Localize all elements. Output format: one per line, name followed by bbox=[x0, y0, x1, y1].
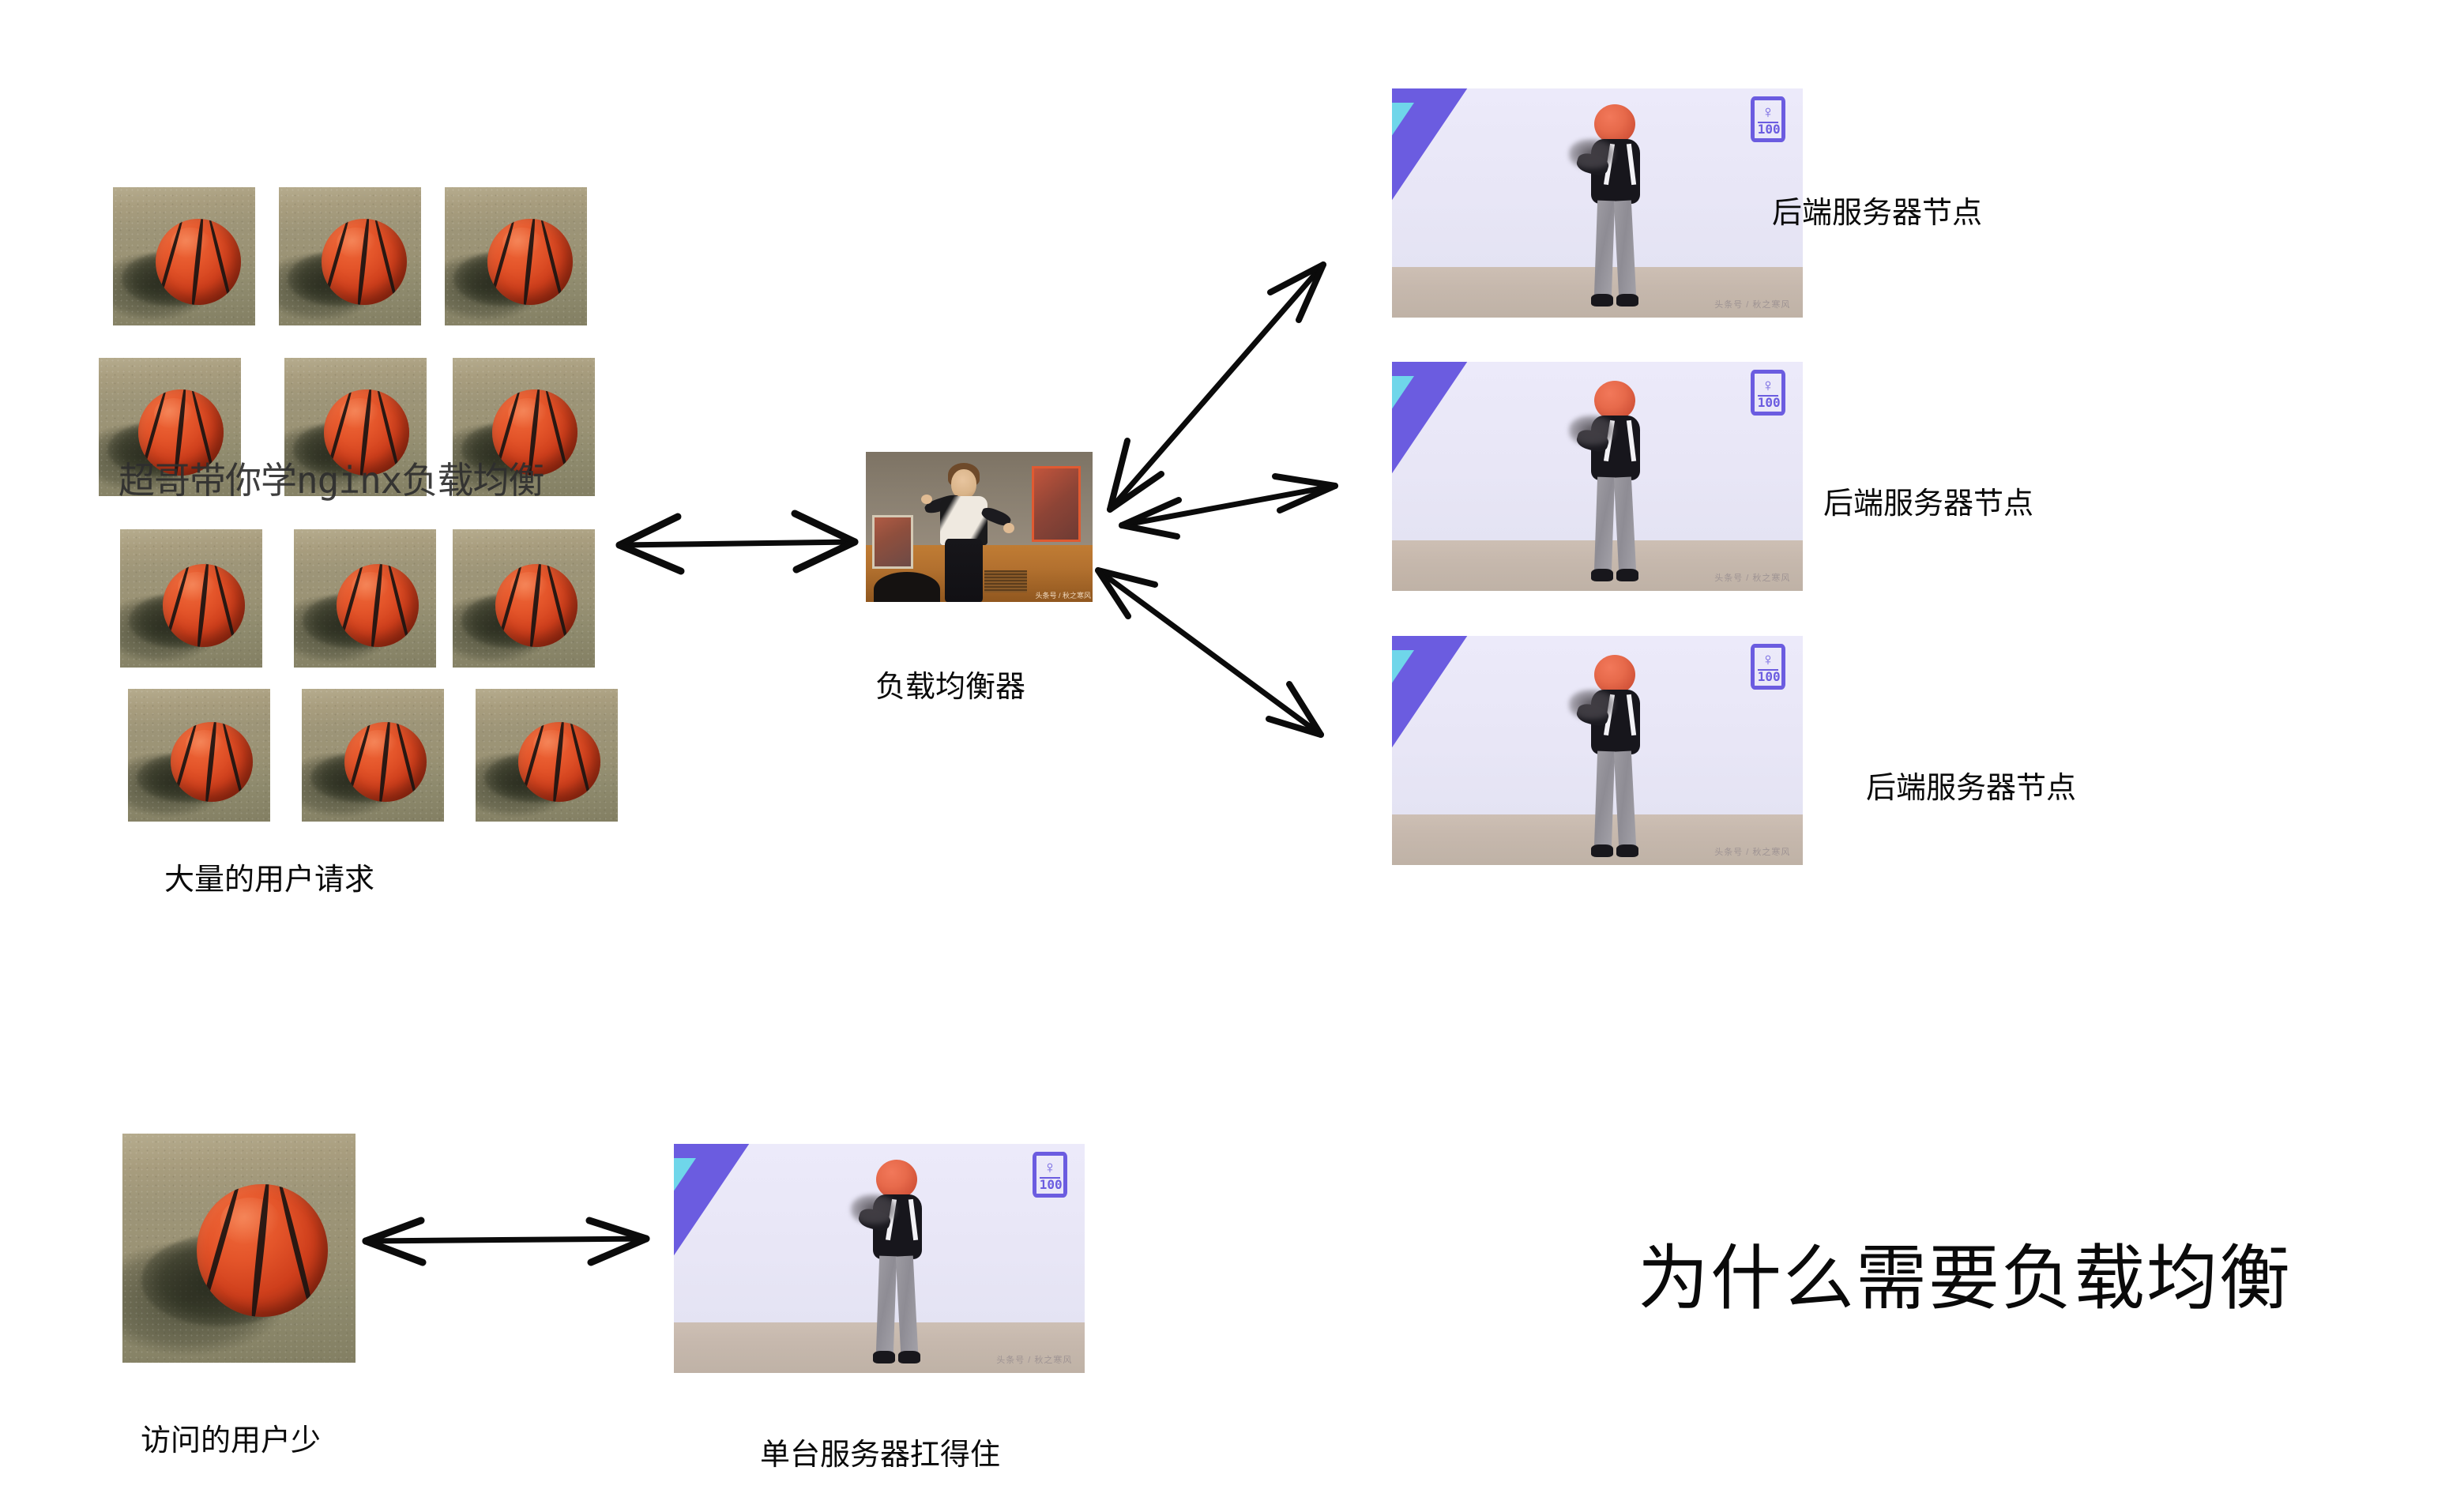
backend-server-label: 后端服务器节点 bbox=[1866, 772, 2077, 805]
badge-number: 100 bbox=[1757, 395, 1781, 410]
badge-number: 100 bbox=[1757, 669, 1781, 684]
client-thumbnail bbox=[284, 358, 427, 496]
backend-server-thumbnail: ♀ 100 头条号 / 秋之寒风 bbox=[1392, 636, 1803, 865]
badge-glyph: ♀ bbox=[1761, 102, 1775, 122]
single-server-caption: 单台服务器扛得住 bbox=[760, 1439, 1001, 1472]
diagram-watermark: 超哥带你学nginx负载均衡 bbox=[118, 459, 544, 502]
badge-glyph: ♀ bbox=[1761, 649, 1775, 669]
load-balancer-thumbnail: 头条号 / 秋之寒风 bbox=[866, 452, 1093, 602]
single-client-caption: 访问的用户少 bbox=[141, 1424, 322, 1457]
photo-watermark: 头条号 / 秋之寒风 bbox=[996, 1356, 1073, 1366]
single-server-thumbnail: ♀ 100 头条号 / 秋之寒风 bbox=[674, 1144, 1085, 1373]
photo-watermark: 头条号 / 秋之寒风 bbox=[1714, 300, 1791, 310]
client-thumbnail bbox=[453, 529, 595, 668]
client-thumbnail bbox=[302, 689, 444, 822]
badge-number: 100 bbox=[1757, 122, 1781, 137]
single-client-thumbnail bbox=[122, 1134, 356, 1363]
arrow-client-to-server bbox=[362, 1217, 650, 1266]
badge-glyph: ♀ bbox=[1043, 1157, 1057, 1177]
backend-server-label: 后端服务器节点 bbox=[1823, 487, 2034, 521]
arrow-balancer-to-backend-1 bbox=[1107, 261, 1326, 513]
backend-server-thumbnail: ♀ 100 头条号 / 秋之寒风 bbox=[1392, 88, 1803, 318]
client-thumbnail bbox=[113, 187, 255, 325]
clients-caption: 大量的用户请求 bbox=[164, 863, 375, 897]
photo-watermark: 头条号 / 秋之寒风 bbox=[1714, 574, 1791, 584]
arrow-balancer-to-backend-3 bbox=[1095, 567, 1324, 738]
client-thumbnail bbox=[445, 187, 587, 325]
photo-watermark: 头条号 / 秋之寒风 bbox=[1714, 848, 1791, 858]
page-title: 为什么需要负载均衡 bbox=[1638, 1239, 2292, 1318]
client-thumbnail bbox=[279, 187, 421, 325]
backend-server-thumbnail: ♀ 100 头条号 / 秋之寒风 bbox=[1392, 362, 1803, 591]
client-thumbnail bbox=[120, 529, 262, 668]
client-thumbnail bbox=[476, 689, 618, 822]
arrow-balancer-to-backend-2 bbox=[1119, 473, 1338, 540]
badge-number: 100 bbox=[1039, 1177, 1063, 1192]
client-thumbnail bbox=[294, 529, 436, 668]
photo-watermark: 头条号 / 秋之寒风 bbox=[1035, 592, 1091, 600]
badge-glyph: ♀ bbox=[1761, 375, 1775, 395]
client-thumbnail bbox=[128, 689, 270, 822]
load-balancer-caption: 负载均衡器 bbox=[875, 671, 1026, 704]
client-thumbnail bbox=[453, 358, 595, 496]
backend-server-label: 后端服务器节点 bbox=[1772, 197, 1983, 230]
arrow-clients-to-balancer bbox=[615, 510, 859, 575]
client-thumbnail bbox=[99, 358, 241, 496]
